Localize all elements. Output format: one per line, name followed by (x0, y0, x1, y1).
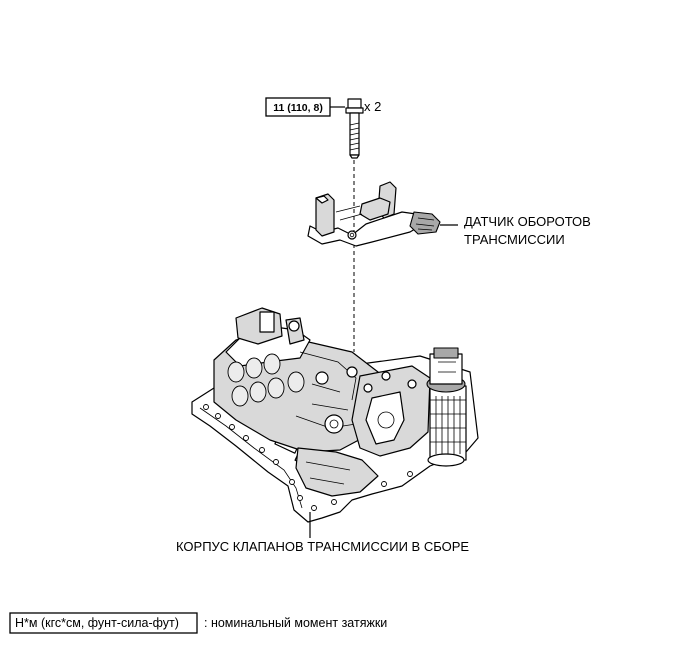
legend: Н*м (кгс*см, фунт-сила-фут) : номинальны… (9, 612, 387, 634)
solenoid-connector (426, 347, 467, 467)
legend-box (9, 612, 198, 634)
bolt-quantity: x 2 (364, 99, 381, 114)
legend-box-text: Н*м (кгс*см, фунт-сила-фут) (15, 616, 179, 630)
speed-sensor-label-line2: ТРАНСМИССИИ (464, 232, 565, 247)
torque-spec-value: 11 (110, 8) (273, 102, 323, 114)
torque-spec: 11 (110, 8) x 2 (265, 97, 381, 117)
legend-description: : номинальный момент затяжки (204, 616, 387, 630)
bolt (345, 98, 364, 159)
speed-sensor (307, 181, 458, 247)
speed-sensor-label-line1: ДАТЧИК ОБОРОТОВ (464, 214, 591, 229)
valve-body-label: КОРПУС КЛАПАНОВ ТРАНСМИССИИ В СБОРЕ (176, 539, 469, 554)
valve-body-assembly (191, 307, 479, 538)
